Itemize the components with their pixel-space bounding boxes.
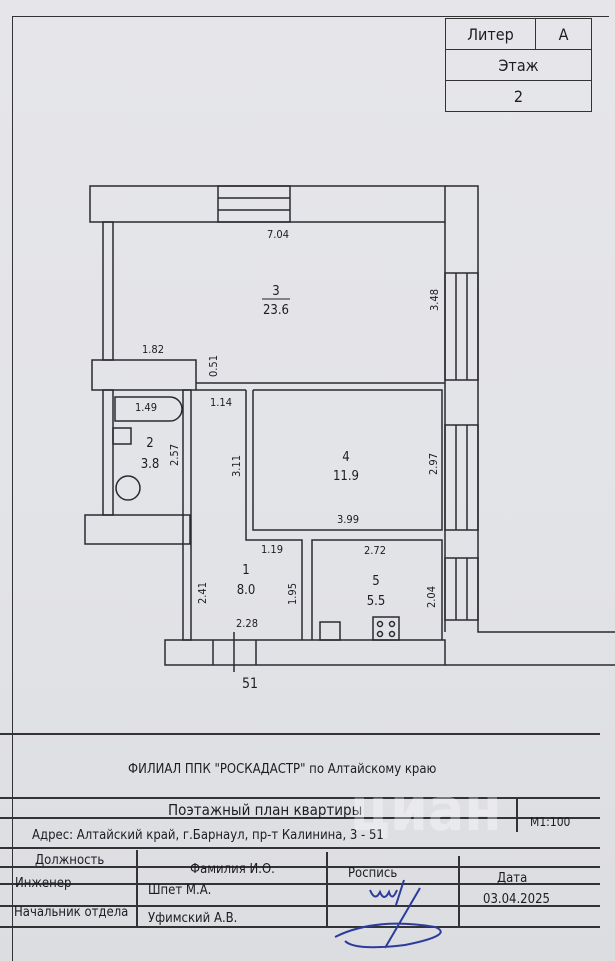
room-1-number: 1: [242, 563, 249, 578]
window-right-1: [444, 272, 479, 381]
room-3-number: 3: [272, 284, 279, 299]
date-value: 03.04.2025: [483, 892, 550, 907]
dim-label: 2.72: [364, 544, 386, 557]
dim-label: 1.14: [210, 396, 232, 409]
name-head: Уфимский А.В.: [148, 911, 238, 926]
name-engineer: Шпет М.А.: [148, 883, 212, 898]
wall-right-outer: [445, 185, 615, 633]
floor-value: 2: [513, 86, 524, 106]
dim-label: 1.19: [261, 543, 283, 556]
dim-label: 3.48: [428, 289, 441, 311]
organization-name: ФИЛИАЛ ППК "РОСКАДАСТР" по Алтайскому кр…: [128, 762, 437, 777]
room-4-area: 11.9: [333, 469, 359, 484]
room-5-number: 5: [372, 574, 379, 589]
scale-label: М1:100: [530, 815, 571, 829]
sink-icon: [112, 427, 132, 445]
wall-bottom: [164, 639, 446, 666]
dim-label: 2.04: [425, 586, 438, 608]
dim-label: 3.99: [337, 513, 359, 526]
divider: [0, 905, 600, 907]
divider: [0, 866, 600, 868]
dim-label: 3.11: [230, 455, 243, 477]
apartment-number: 51: [242, 676, 258, 692]
dim-label: 1.95: [286, 583, 299, 605]
page-frame: [12, 16, 609, 961]
room-5-area: 5.5: [367, 594, 386, 609]
dim-label: 2.57: [168, 444, 181, 466]
liter-floor-stamp: Литер А Этаж 2: [445, 18, 592, 112]
room-1-area: 8.0: [237, 583, 256, 598]
dim-label: 0.51: [207, 355, 220, 377]
divider: [0, 797, 600, 799]
stove-icon: [372, 616, 400, 641]
header-position: Должность: [35, 853, 105, 868]
bathtub-icon: [114, 396, 183, 422]
dim-label: 2.97: [427, 453, 440, 475]
document-title: Поэтажный план квартиры: [168, 801, 363, 819]
divider: [0, 883, 600, 885]
dim-label: 2.41: [196, 582, 209, 604]
toilet-icon: [115, 475, 141, 501]
window-right-2: [444, 424, 479, 531]
window-top: [217, 185, 291, 223]
divider: [0, 926, 600, 928]
header-date: Дата: [497, 871, 528, 886]
wall-block: [91, 359, 197, 391]
dim-label: 1.49: [135, 401, 157, 414]
kitchen-sink-icon: [319, 621, 341, 641]
dim-label: 1.82: [142, 343, 164, 356]
address: Адрес: Алтайский край, г.Барнаул, пр-т К…: [32, 828, 384, 843]
floor-label: Этаж: [446, 50, 591, 81]
divider: [0, 817, 600, 819]
divider: [0, 847, 600, 849]
position-engineer: Инженер: [15, 876, 72, 891]
room-2-area: 3.8: [141, 457, 160, 472]
room-3-area: 23.6: [263, 303, 289, 318]
position-head: Начальник отдела: [14, 905, 129, 920]
window-right-3: [444, 557, 479, 621]
liter-value: А: [558, 24, 569, 44]
header-signature: Роспись: [348, 866, 398, 881]
liter-label: Литер: [446, 19, 536, 49]
room-4-number: 4: [342, 450, 349, 465]
dim-label: 2.28: [236, 617, 258, 630]
divider: [0, 733, 600, 735]
header-name: Фамилия И.О.: [190, 862, 275, 877]
watermark: циан: [350, 775, 502, 845]
room-2-number: 2: [146, 436, 153, 451]
dim-label: 7.04: [267, 228, 289, 241]
